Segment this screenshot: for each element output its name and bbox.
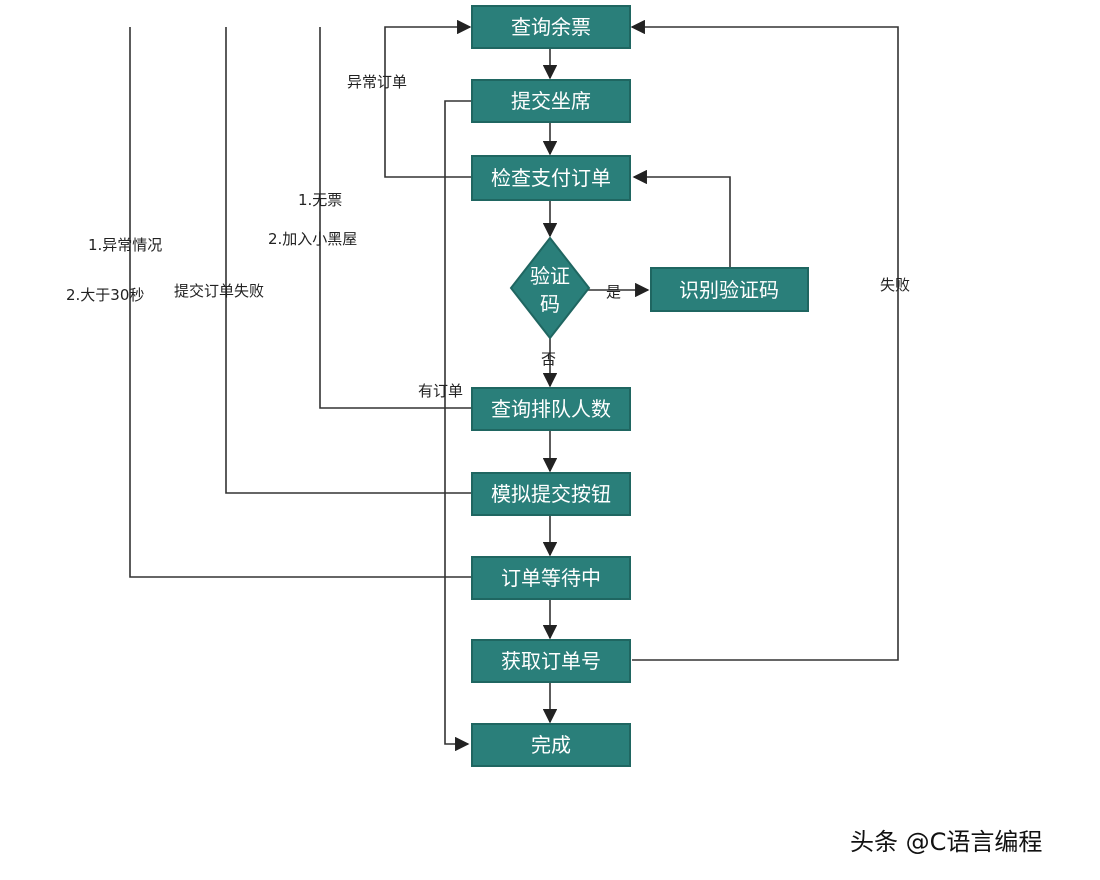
node-query-queue-label: 查询排队人数: [491, 397, 611, 421]
label-has-order: 有订单: [418, 382, 463, 400]
node-submit-seat: 提交坐席: [471, 79, 631, 123]
node-query-tickets: 查询余票: [471, 5, 631, 49]
watermark: 头条 @C语言编程: [850, 828, 1042, 856]
node-simulate-submit-label: 模拟提交按钮: [491, 482, 611, 506]
node-get-order-number-label: 获取订单号: [501, 649, 601, 673]
label-yes: 是: [606, 283, 621, 301]
node-captcha-decision: 验证 码: [509, 236, 591, 340]
node-done: 完成: [471, 723, 631, 767]
label-no-ticket: 1.无票: [298, 191, 342, 209]
edge-abnormal-case: [129, 27, 472, 578]
node-captcha-label-2: 码: [540, 292, 560, 316]
label-failed: 失败: [880, 276, 910, 294]
node-recognize-captcha-label: 识别验证码: [679, 278, 779, 302]
label-abnormal-case: 1.异常情况: [88, 236, 162, 254]
node-check-payment-label: 检查支付订单: [491, 166, 611, 190]
node-check-payment: 检查支付订单: [471, 155, 631, 201]
node-recognize-captcha: 识别验证码: [650, 267, 809, 312]
label-submit-failed: 提交订单失败: [174, 282, 264, 300]
node-done-label: 完成: [531, 733, 571, 757]
node-get-order-number: 获取订单号: [471, 639, 631, 683]
edge-submit-failed: [225, 27, 472, 494]
node-order-waiting: 订单等待中: [471, 556, 631, 600]
node-query-queue: 查询排队人数: [471, 387, 631, 431]
label-blacklist: 2.加入小黑屋: [268, 230, 357, 248]
edge-failed: [630, 19, 899, 661]
node-query-tickets-label: 查询余票: [511, 15, 591, 39]
edge-has-order: [444, 100, 472, 752]
label-over-30s: 2.大于30秒: [66, 286, 144, 304]
label-abnormal-order: 异常订单: [347, 73, 407, 91]
node-submit-seat-label: 提交坐席: [511, 89, 591, 113]
edge-no-ticket: [319, 27, 472, 409]
edge-abnormal-order: [384, 19, 472, 178]
edge-recognize-to-check: [632, 169, 731, 268]
node-order-waiting-label: 订单等待中: [501, 566, 601, 590]
node-captcha-label-1: 验证: [530, 264, 570, 288]
node-simulate-submit: 模拟提交按钮: [471, 472, 631, 516]
label-no: 否: [541, 350, 556, 368]
